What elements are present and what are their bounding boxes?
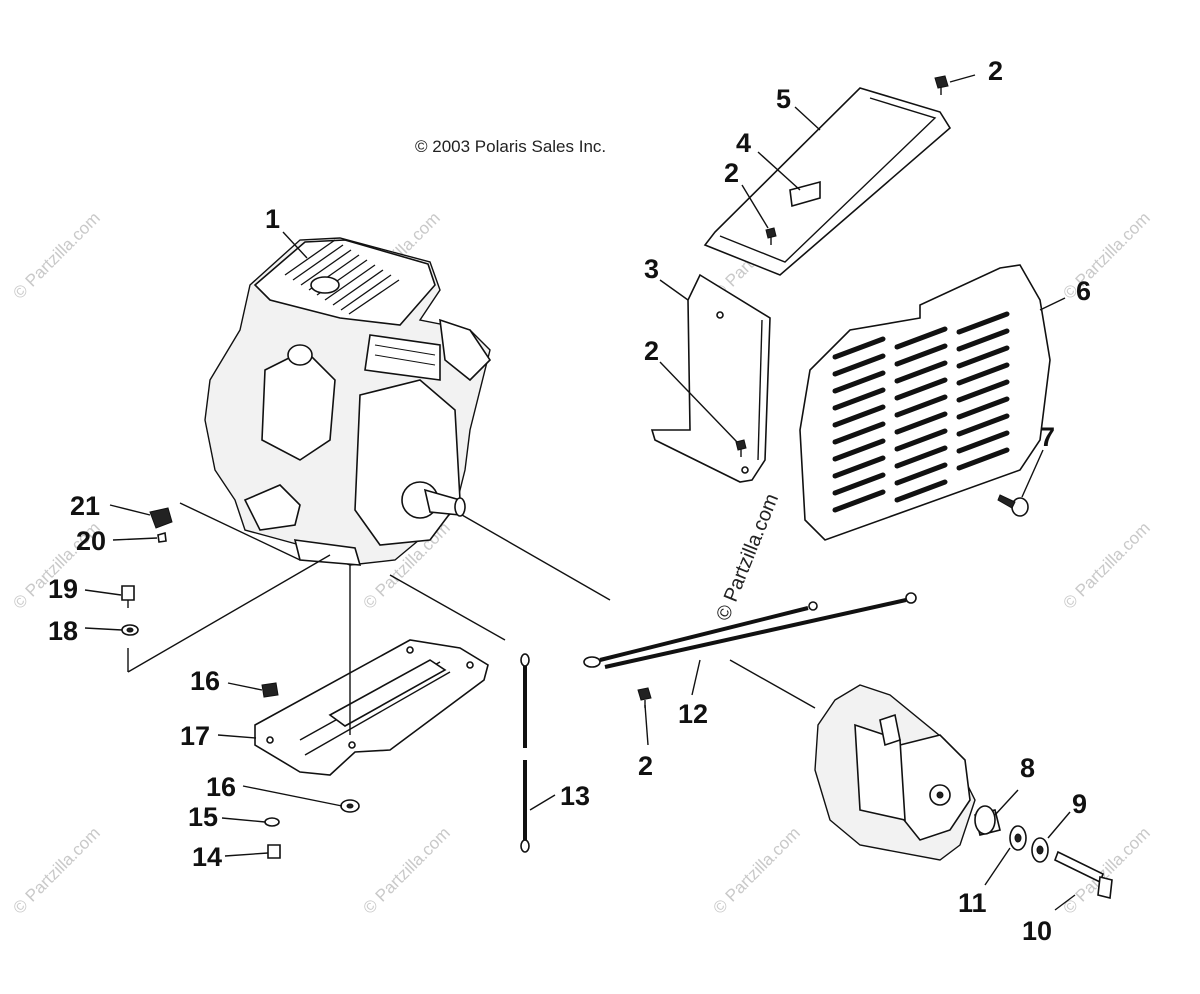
- grille-slot: [832, 404, 886, 428]
- callout-13: 13: [560, 781, 590, 811]
- watermark: © Partzilla.com: [1059, 208, 1153, 302]
- fasteners: [637, 75, 1029, 708]
- callout-7: 7: [1040, 422, 1055, 452]
- callout-5: 5: [776, 84, 791, 114]
- callout-8: 8: [1020, 753, 1035, 783]
- callout-20: 20: [76, 526, 106, 556]
- center-watermark: © Partzilla.com: [712, 491, 783, 624]
- callout-1: 1: [265, 204, 280, 234]
- grille-slot: [956, 430, 1010, 454]
- grille-slot: [956, 362, 1010, 386]
- tie-rod: [520, 653, 530, 853]
- grille-slot: [956, 447, 1010, 471]
- grille-slot: [956, 345, 1010, 369]
- grille-slot: [832, 370, 886, 394]
- grille-slot: [894, 479, 948, 503]
- clutch-assembly: [814, 684, 1113, 899]
- callout-6: 6: [1076, 276, 1091, 306]
- grille-panel: [799, 264, 1051, 541]
- grille-slot: [956, 311, 1010, 335]
- cable-rods: [583, 592, 917, 669]
- grille-slot: [894, 343, 948, 367]
- callout-2: 2: [644, 336, 659, 366]
- callout-11: 11: [958, 888, 987, 918]
- grille-slot: [956, 328, 1010, 352]
- callout-16: 16: [190, 666, 220, 696]
- watermark: © Partzilla.com: [359, 823, 453, 917]
- bracket: [650, 273, 771, 483]
- grille-slot: [832, 336, 886, 360]
- grille-slot: [956, 413, 1010, 437]
- callout-9: 9: [1072, 789, 1087, 819]
- watermark: © Partzilla.com: [1059, 518, 1153, 612]
- callout-10: 10: [1022, 916, 1052, 946]
- callout-15: 15: [188, 802, 218, 832]
- grille-slot: [832, 421, 886, 445]
- mount-plate: [254, 639, 489, 859]
- grille-slot: [832, 455, 886, 479]
- callout-16: 16: [206, 772, 236, 802]
- callout-17: 17: [180, 721, 210, 751]
- grille-slot: [894, 360, 948, 384]
- grille-slot: [894, 445, 948, 469]
- grille-slot: [894, 377, 948, 401]
- grille-slot: [894, 326, 948, 350]
- shroud-top: [703, 87, 952, 276]
- grille-slot: [956, 379, 1010, 403]
- callout-18: 18: [48, 616, 78, 646]
- grille-slot: [956, 396, 1010, 420]
- callout-3: 3: [644, 254, 659, 284]
- copyright-text: © 2003 Polaris Sales Inc.: [415, 137, 606, 156]
- watermark: © Partzilla.com: [9, 208, 103, 302]
- grille-slot: [894, 462, 948, 486]
- grille-slot: [832, 387, 886, 411]
- callout-12: 12: [678, 699, 708, 729]
- callout-2: 2: [638, 751, 653, 781]
- watermark: © Partzilla.com: [9, 823, 103, 917]
- small-hardware-left: [121, 507, 173, 636]
- callout-2: 2: [988, 56, 1003, 86]
- grille-slot: [832, 353, 886, 377]
- leader-lines: [84, 74, 1076, 911]
- grille-slot: [832, 489, 886, 513]
- callout-labels: 1 2 5 4 2 3 2 6 7 21 20 19 18 16 17 16 1…: [48, 56, 1091, 946]
- callout-19: 19: [48, 574, 78, 604]
- callout-14: 14: [192, 842, 222, 872]
- watermark: © Partzilla.com: [1059, 823, 1153, 917]
- grille-slot: [894, 394, 948, 418]
- engine-illustration: [204, 237, 492, 566]
- grille-slot: [894, 428, 948, 452]
- grille-slot: [832, 438, 886, 462]
- grille-slot: [894, 411, 948, 435]
- callout-2: 2: [724, 158, 739, 188]
- grille-slot: [832, 472, 886, 496]
- watermark: © Partzilla.com: [709, 823, 803, 917]
- callout-4: 4: [736, 128, 751, 158]
- callout-21: 21: [70, 491, 100, 521]
